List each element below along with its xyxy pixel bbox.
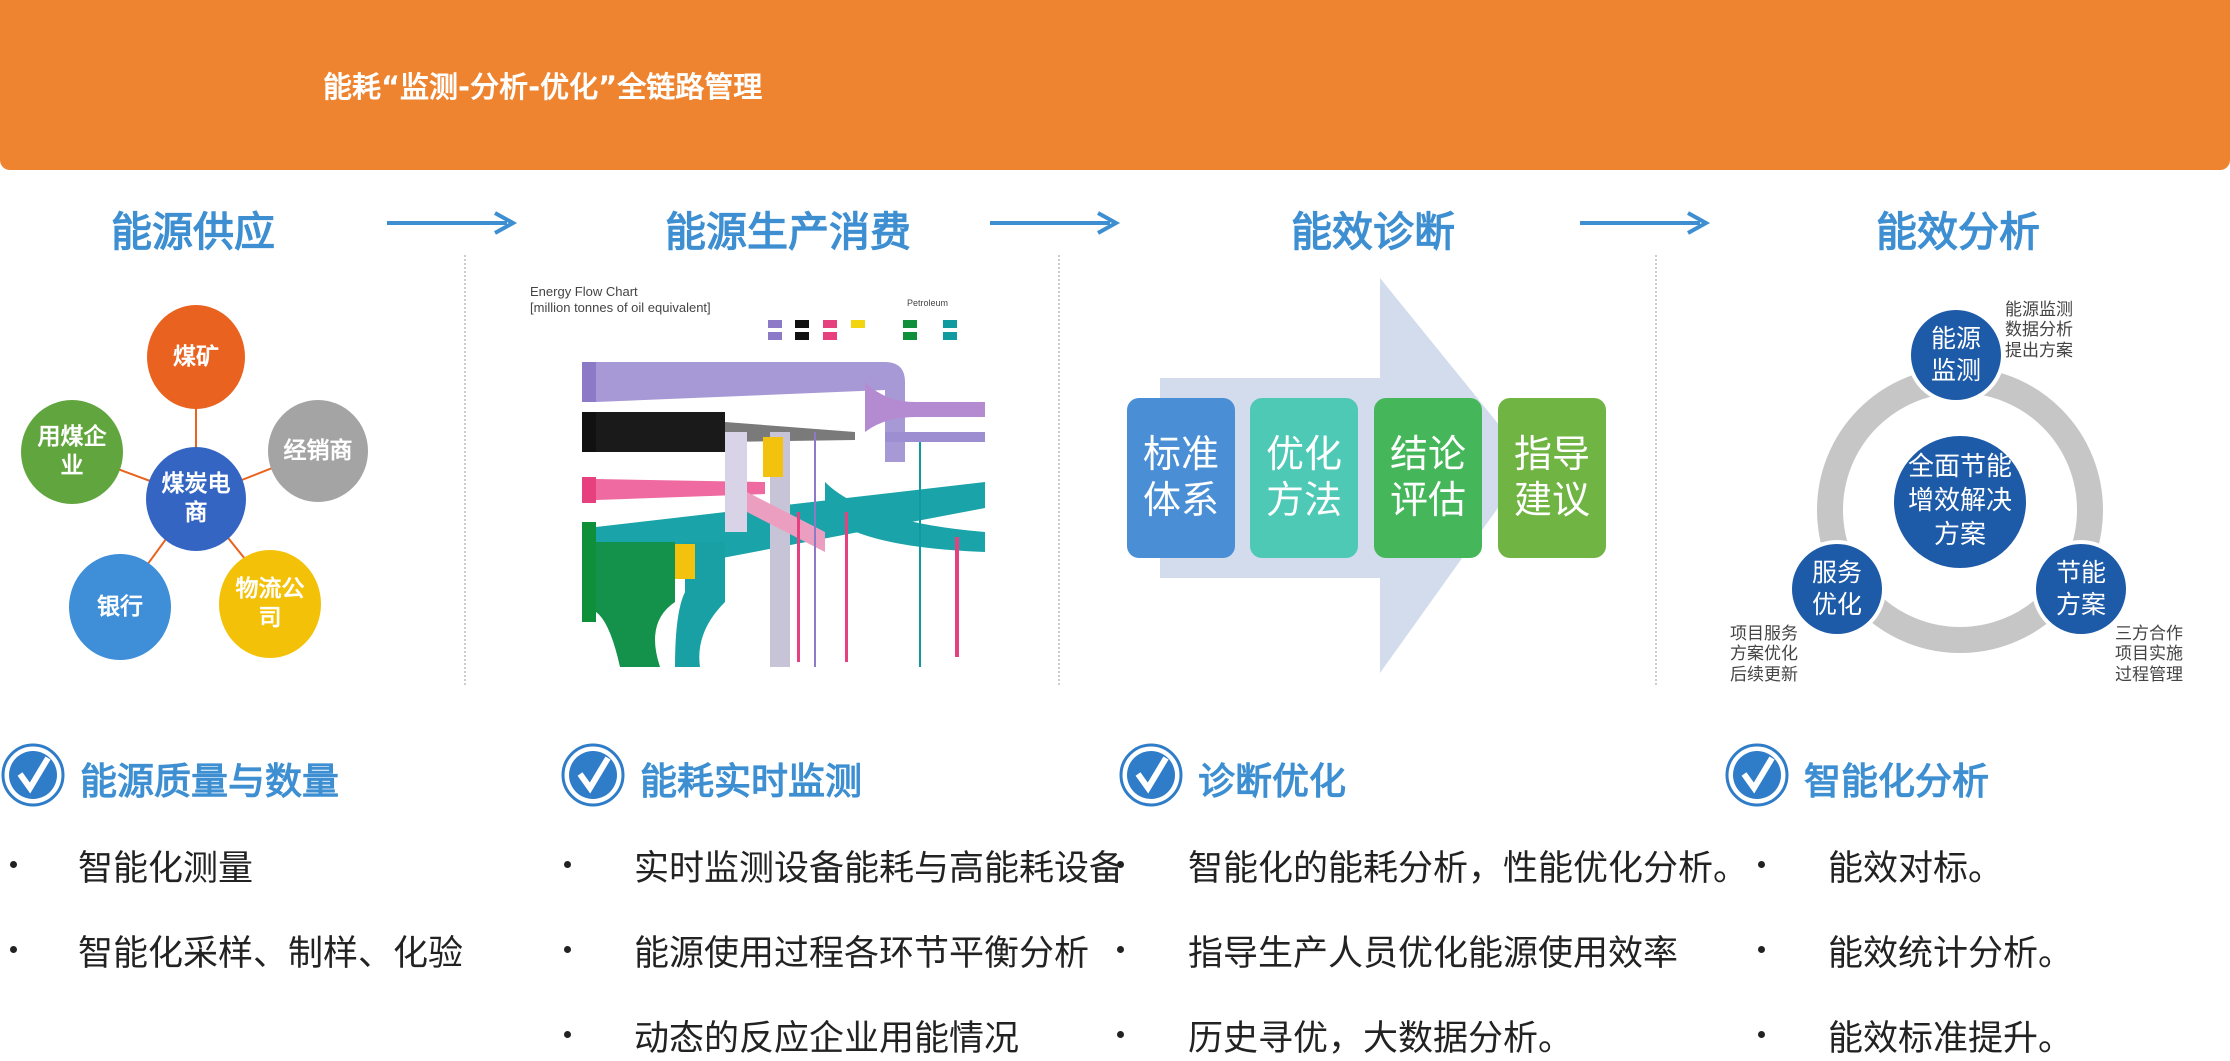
- section-title-analysis: 智能化分析: [1804, 760, 1989, 803]
- flow-chart-title: Energy Flow Chart: [530, 284, 638, 299]
- step-label: 标准体系: [1142, 432, 1219, 522]
- cycle-note-saving-plan: 三方合作项目实施过程管理: [2115, 624, 2183, 685]
- node-coal-user: 用煤企业: [21, 400, 123, 504]
- stage-title-diagnosis: 能效诊断: [1291, 208, 1455, 256]
- node-label: 经销商: [283, 437, 353, 464]
- list-item: 智能化测量: [78, 849, 254, 889]
- list-item: 智能化采样、制样、化验: [78, 934, 464, 974]
- bullet-dot: [1758, 946, 1765, 953]
- stage-title-supply: 能源供应: [111, 208, 275, 256]
- check-icon: [561, 743, 625, 807]
- energy-flow-chart: Energy Flow Chart [million tonnes of oil…: [530, 284, 985, 667]
- list-item: 实时监测设备能耗与高能耗设备: [634, 849, 1125, 889]
- list-item: 能源使用过程各环节平衡分析: [634, 934, 1090, 974]
- check-icon: [1119, 743, 1183, 807]
- node-logistics: 物流公司: [219, 550, 321, 658]
- list-item: 能效标准提升。: [1828, 1019, 2074, 1059]
- check-icon: [1725, 743, 1789, 807]
- column-divider: [464, 255, 466, 685]
- node-label: 银行: [97, 593, 143, 620]
- bullet-dot: [1758, 861, 1765, 868]
- column-divider: [1655, 255, 1657, 685]
- flow-arrow-icon: [990, 211, 1121, 235]
- header-banner: 能耗“监测-分析-优化”全链路管理: [0, 0, 2230, 170]
- section-title-quality: 能源质量与数量: [80, 760, 339, 803]
- stage-title-production: 能源生产消费: [665, 208, 911, 256]
- bullet-dot: [1117, 946, 1124, 953]
- flow-chart-legend: [768, 320, 957, 340]
- bullet-dot: [564, 946, 571, 953]
- list-item: 能效统计分析。: [1828, 934, 2074, 974]
- check-icon: [1, 743, 65, 807]
- node-label: 煤矿: [173, 343, 219, 370]
- step-conclusion-evaluation: 结论评估: [1374, 398, 1482, 558]
- cycle-node-service-opt: 服务优化: [1788, 540, 1886, 638]
- bullet-dot: [10, 946, 17, 953]
- cycle-center: 全面节能增效解决方案: [1890, 432, 2030, 572]
- cycle-node-label: 节能方案: [2055, 557, 2106, 620]
- banner-title: 能耗“监测-分析-优化”全链路管理: [323, 70, 763, 104]
- node-label: 煤炭电商: [161, 471, 231, 526]
- cycle-node-label: 能源监测: [1930, 323, 1981, 386]
- list-item: 能效对标。: [1828, 849, 2004, 889]
- section-title-diagnosis: 诊断优化: [1198, 760, 1346, 803]
- node-distributor: 经销商: [268, 400, 368, 502]
- column-divider: [1058, 255, 1060, 685]
- flow-chart-subtitle: [million tonnes of oil equivalent]: [530, 300, 711, 315]
- bullet-dot: [564, 861, 571, 868]
- step-label: 优化方法: [1265, 432, 1342, 522]
- flow-chart-group-label: Petroleum: [907, 298, 948, 308]
- list-item: 动态的反应企业用能情况: [634, 1019, 1020, 1059]
- bullet-dot: [10, 861, 17, 868]
- list-item: 智能化的能耗分析，性能优化分析。: [1188, 849, 1749, 889]
- flow-arrow-icon: [387, 211, 518, 235]
- cycle-note-service-opt: 项目服务方案优化后续更新: [1730, 624, 1798, 685]
- step-optimization-method: 优化方法: [1250, 398, 1358, 558]
- cycle-node-monitoring: 能源监测: [1907, 306, 2005, 404]
- node-label: 物流公司: [235, 576, 305, 631]
- step-label: 指导建议: [1513, 432, 1590, 522]
- node-coal-mine: 煤矿: [147, 305, 245, 409]
- step-guidance-advice: 指导建议: [1498, 398, 1606, 558]
- step-standard-system: 标准体系: [1127, 398, 1235, 558]
- step-label: 结论评估: [1389, 432, 1466, 522]
- section-title-monitoring: 能耗实时监测: [640, 760, 862, 803]
- bullet-dot: [1758, 1031, 1765, 1038]
- cycle-center-label: 全面节能增效解决方案: [1907, 452, 2012, 550]
- cycle-node-label: 服务优化: [1811, 557, 1862, 620]
- cycle-note-monitoring: 能源监测数据分析提出方案: [2005, 300, 2073, 361]
- node-bank: 银行: [69, 554, 171, 660]
- flow-arrow-icon: [1580, 211, 1711, 235]
- stage-title-analysis: 能效分析: [1876, 208, 2040, 256]
- node-label: 用煤企业: [37, 424, 107, 479]
- list-item: 指导生产人员优化能源使用效率: [1188, 934, 1679, 974]
- bullet-dot: [1117, 1031, 1124, 1038]
- node-coal-ecommerce: 煤炭电商: [146, 447, 246, 551]
- cycle-node-saving-plan: 节能方案: [2032, 540, 2130, 638]
- bullet-dot: [1117, 861, 1124, 868]
- bullet-dot: [564, 1031, 571, 1038]
- list-item: 历史寻优，大数据分析。: [1188, 1019, 1574, 1059]
